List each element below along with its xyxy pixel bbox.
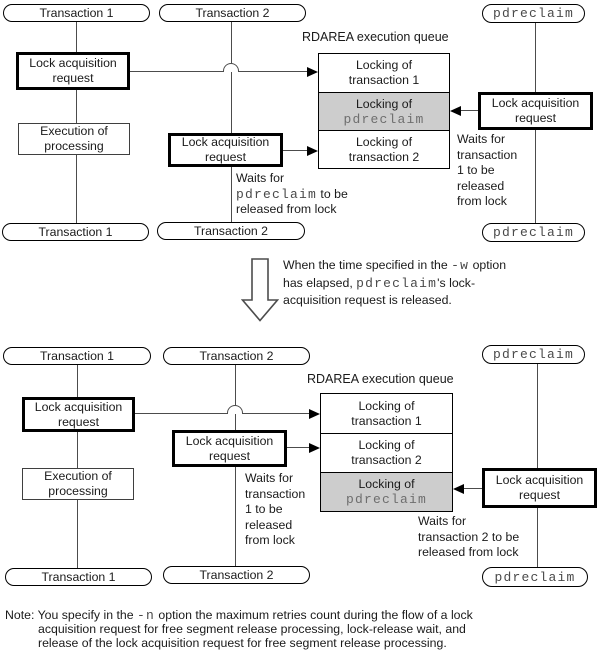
- queue-row: Locking of transaction 1: [351, 398, 422, 428]
- transaction2-pill-top: Transaction 2: [163, 347, 310, 365]
- transition-note: When the time specified in the -w option…: [283, 258, 507, 307]
- down-arrow-icon: [241, 258, 279, 322]
- connector-line: [231, 22, 233, 133]
- connector-line: [283, 150, 307, 152]
- transaction1-pill-top: Transaction 1: [3, 347, 151, 365]
- execution-of-processing-box: Execution of processing: [22, 468, 134, 500]
- connector-line: [77, 365, 79, 397]
- arrowhead-left-icon: [450, 106, 461, 116]
- lock-acquisition-request-box-t1: Lock acquisition request: [22, 397, 135, 432]
- connector-line: [535, 130, 537, 223]
- arrowhead-right-icon: [307, 146, 318, 156]
- queue-row: Locking of transaction 2: [321, 433, 452, 472]
- queue-row: Locking of pdreclaim: [319, 92, 449, 130]
- connector-line: [535, 23, 537, 92]
- connector-line: [537, 364, 539, 468]
- line-hop: [223, 63, 239, 72]
- transaction1-pill-top: Transaction 1: [3, 4, 150, 22]
- execution-of-processing-box: Execution of processing: [18, 123, 130, 155]
- arrowhead-left-icon: [453, 484, 464, 494]
- connector-line: [537, 508, 539, 567]
- connector-line: [464, 488, 482, 490]
- waits-note-pd: Waits for transaction 2 to be released f…: [418, 514, 520, 559]
- pdreclaim-pill-bottom: pdreclaim: [482, 223, 585, 242]
- transaction1-pill-bottom: Transaction 1: [2, 223, 149, 241]
- waits-note-t2: Waits for pdreclaim to be released from …: [236, 171, 348, 216]
- connector-line: [461, 110, 478, 112]
- lock-acquisition-request-box-t1: Lock acquisition request: [16, 52, 130, 90]
- connector-line: [231, 167, 233, 222]
- lock-acquisition-request-box-pd: Lock acquisition request: [478, 92, 593, 130]
- pdreclaim-pill-top: pdreclaim: [482, 345, 585, 364]
- queue-row: Locking of pdreclaim: [321, 472, 452, 511]
- queue-row: Locking of transaction 1: [348, 58, 420, 87]
- connector-line: [287, 447, 309, 449]
- arrowhead-right-icon: [307, 67, 318, 77]
- line-hop: [227, 405, 243, 414]
- queue-row: Locking of transaction 2: [319, 130, 449, 168]
- footnote: Note: You specify in the -n option the m…: [5, 608, 473, 650]
- connector-line: [130, 71, 223, 73]
- connector-line: [235, 467, 237, 566]
- transaction1-pill-bottom: Transaction 1: [5, 568, 152, 586]
- transaction2-pill-bottom: Transaction 2: [163, 566, 310, 584]
- lock-acquisition-request-box-t2: Lock acquisition request: [172, 430, 287, 467]
- transaction2-pill-bottom: Transaction 2: [157, 222, 305, 240]
- lock-acquisition-request-box-pd: Lock acquisition request: [482, 468, 597, 508]
- footnote-label: Note:: [5, 608, 35, 622]
- connector-line: [77, 432, 79, 468]
- waits-note-t2: Waits for transaction 1 to be released f…: [245, 471, 306, 547]
- connector-line: [76, 155, 78, 223]
- connector-line: [76, 22, 78, 52]
- arrowhead-right-icon: [309, 409, 320, 419]
- connector-line: [235, 365, 237, 430]
- rdarea-queue-title: RDAREA execution queue: [302, 30, 449, 44]
- connector-line: [243, 413, 309, 415]
- connector-line: [77, 500, 79, 568]
- lock-acquisition-request-box-t2: Lock acquisition request: [168, 133, 283, 167]
- pdreclaim-pill-top: pdreclaim: [482, 4, 585, 23]
- waits-note-pd: Waits for transaction 1 to be released f…: [457, 132, 518, 208]
- connector-line: [239, 71, 307, 73]
- rdarea-execution-queue-top: Locking of transaction 1 Locking of pdre…: [318, 53, 450, 169]
- transaction2-pill-top: Transaction 2: [159, 4, 306, 22]
- connector-line: [76, 90, 78, 123]
- connector-line: [135, 413, 227, 415]
- pdreclaim-pill-bottom: pdreclaim: [482, 567, 588, 587]
- arrowhead-right-icon: [309, 443, 320, 453]
- rdarea-queue-title: RDAREA execution queue: [307, 372, 454, 386]
- rdarea-execution-queue-bottom: Locking of transaction 1 Locking of tran…: [320, 393, 453, 512]
